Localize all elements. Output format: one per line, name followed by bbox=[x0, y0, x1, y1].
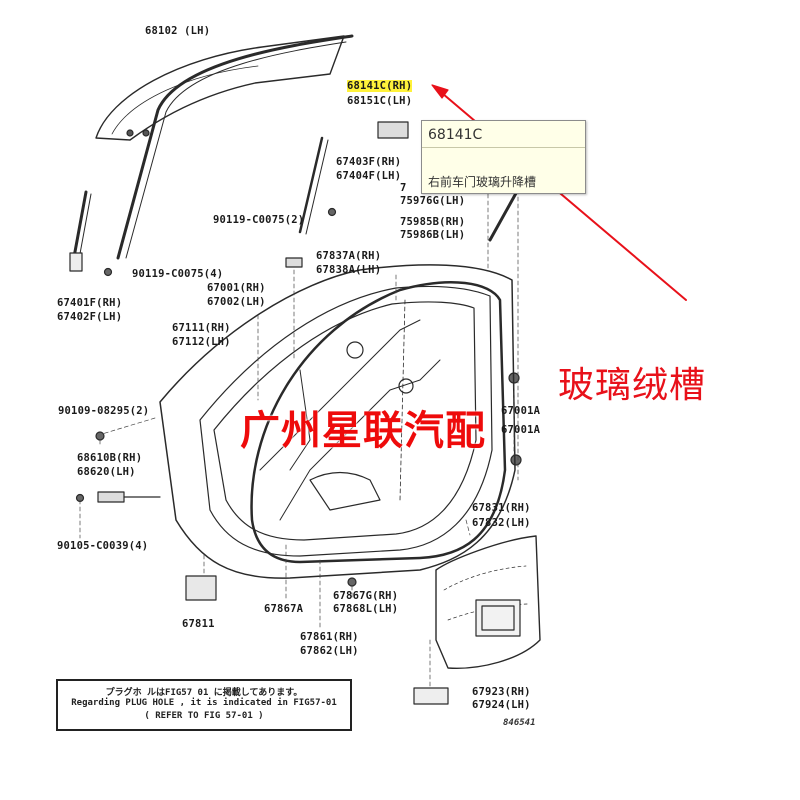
label-67831: 67831(RH) bbox=[472, 502, 531, 514]
label-67862: 67862(LH) bbox=[300, 645, 359, 657]
label-67112: 67112(LH) bbox=[172, 336, 231, 348]
label-67402f: 67402F(LH) bbox=[57, 311, 123, 323]
label-68151c: 68151C(LH) bbox=[347, 95, 413, 107]
label-67861: 67861(RH) bbox=[300, 631, 359, 643]
label-67838a: 67838A(LH) bbox=[316, 264, 382, 276]
tooltip-part-description: 右前车门玻璃升降槽 bbox=[428, 175, 537, 189]
label-68102: 68102 (LH) bbox=[145, 25, 211, 37]
label-90105-c0039: 90105-C0039(4) bbox=[57, 540, 149, 552]
label-68610b: 68610B(RH) bbox=[77, 452, 143, 464]
note-line-reference: ( REFER TO FIG 57-01 ) bbox=[144, 711, 264, 721]
door-weatherstrip bbox=[250, 281, 507, 564]
label-90119-c0075-4: 90119-C0075(4) bbox=[132, 268, 224, 280]
label-67867g: 67867G(RH) bbox=[333, 590, 399, 602]
label-67867a: 67867A bbox=[264, 603, 304, 615]
callout-label: 玻璃绒槽 bbox=[558, 365, 707, 406]
door-glass bbox=[95, 35, 345, 141]
label-75985b: 75985B(RH) bbox=[400, 216, 466, 228]
part-tooltip: 68141C 右前车门玻璃升降槽 bbox=[421, 120, 586, 194]
label-75-prefix: 7 bbox=[400, 182, 407, 194]
note-line-japanese: プラグホ ルはFIG57 01 に掲載してあります。 bbox=[105, 688, 303, 698]
label-67001a-1: 67001A bbox=[501, 405, 541, 417]
label-68620: 68620(LH) bbox=[77, 466, 136, 478]
label-67111: 67111(RH) bbox=[172, 322, 231, 334]
label-67401f: 67401F(RH) bbox=[57, 297, 123, 309]
label-68141c[interactable]: 68141C(RH) bbox=[347, 80, 413, 92]
door-outer-panel bbox=[159, 264, 516, 579]
watermark-text: 广州星联汽配 bbox=[240, 408, 486, 454]
label-67002: 67002(LH) bbox=[207, 296, 266, 308]
tooltip-divider bbox=[422, 147, 585, 148]
label-67811: 67811 bbox=[182, 618, 215, 630]
label-75976g: 75976G(LH) bbox=[400, 195, 466, 207]
label-67868l: 67868L(LH) bbox=[333, 603, 399, 615]
label-67924: 67924(LH) bbox=[472, 699, 531, 711]
tooltip-part-code: 68141C bbox=[428, 127, 483, 143]
label-67403f: 67403F(RH) bbox=[336, 156, 402, 168]
service-hole-cover-sheet bbox=[435, 535, 541, 669]
label-75986b: 75986B(LH) bbox=[400, 229, 466, 241]
label-67832: 67832(LH) bbox=[472, 517, 531, 529]
label-90109-08295: 90109-08295(2) bbox=[58, 405, 150, 417]
label-90119-c0075-2: 90119-C0075(2) bbox=[213, 214, 305, 226]
note-line-english: Regarding PLUG HOLE , it is indicated in… bbox=[71, 698, 337, 708]
label-67001: 67001(RH) bbox=[207, 282, 266, 294]
label-67404f: 67404F(LH) bbox=[336, 170, 402, 182]
label-67837a: 67837A(RH) bbox=[316, 250, 382, 262]
label-67001a-2: 67001A bbox=[501, 424, 541, 436]
glass-run-channel bbox=[116, 34, 354, 260]
hole-cover bbox=[185, 575, 217, 601]
label-67923: 67923(RH) bbox=[472, 686, 531, 698]
figure-number: 846541 bbox=[503, 718, 536, 728]
plug-hole-note: プラグホ ルはFIG57 01 に掲載してあります。 Regarding PLU… bbox=[56, 679, 352, 731]
